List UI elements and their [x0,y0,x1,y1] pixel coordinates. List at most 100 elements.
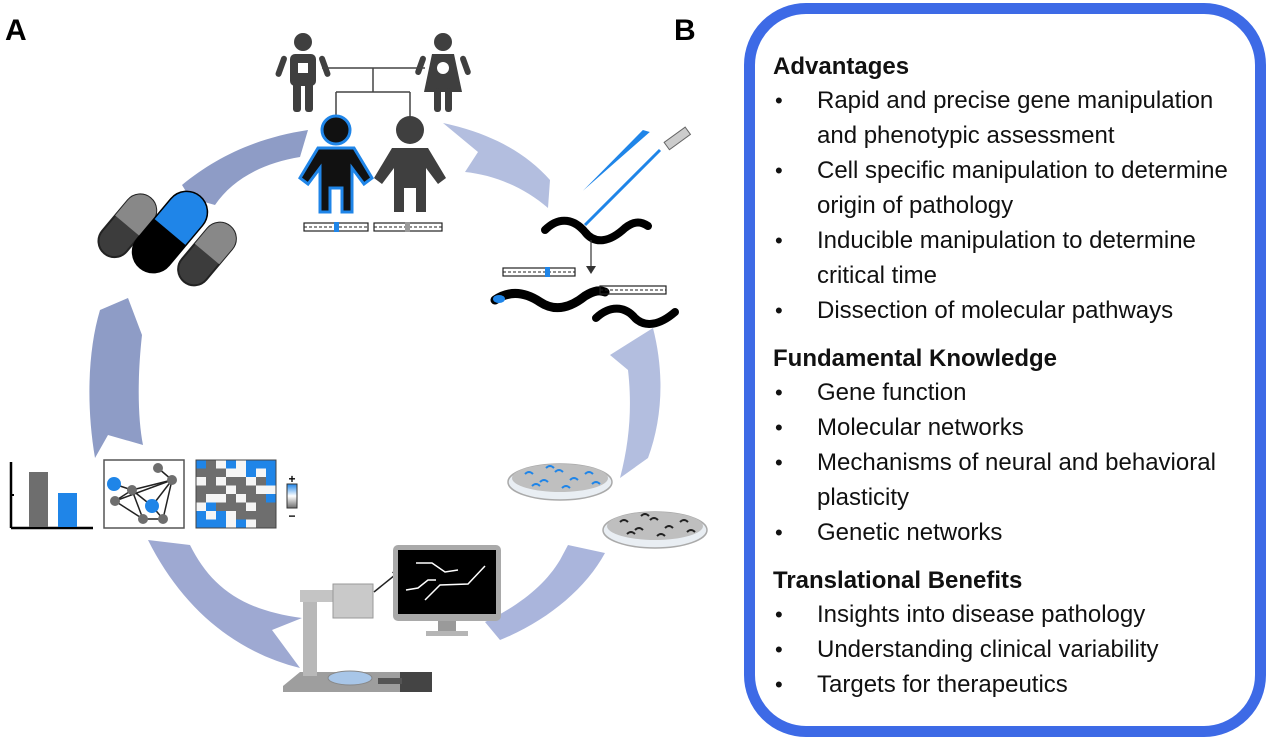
pill-right [177,221,237,287]
heatmap-cell [196,468,206,477]
pedigree-icon [275,33,471,232]
cycle-arrow-bottom-right [485,545,605,640]
heatmap-cell [236,494,246,503]
heatmap-cell [266,519,276,528]
worm-icon-wildtype [541,216,652,245]
cycle-arrow-right [610,328,661,478]
dna-icon-unaffected [373,222,443,232]
heatmap-cell [246,485,256,494]
section-title: Fundamental Knowledge [773,345,1058,372]
heatmap-cell [226,494,236,503]
heatmap-cell [216,502,226,511]
microscope-monitor-icon [283,545,501,692]
needle-icon [582,130,650,191]
heatmap-cell [256,494,266,503]
heatmap-cell [246,519,256,528]
heatmap-cell [216,494,226,503]
dna-icon-affected [303,222,369,232]
heatmap-cell [236,460,246,469]
heatmap-cell [216,511,226,520]
heatmap-cell [226,511,236,520]
heatmap-cell [256,460,266,469]
heatmap-cell [256,511,266,520]
heatmap-scale-plus: + [288,472,295,486]
list-item: •Rapid and precise gene manipulation and… [773,83,1255,153]
heatmap-cell [226,477,236,486]
heatmap-cell [216,519,226,528]
heatmap-cell [236,502,246,511]
needle-holder-icon [663,126,692,151]
petri-dish-icon-mutant [507,463,613,501]
heatmap-cell [206,494,216,503]
heatmap-cell [266,468,276,477]
heatmap-cell [236,477,246,486]
heatmap-cell [226,502,236,511]
cycle-arrow-top-right [443,123,550,208]
cycle-arrow-top-left [182,130,308,205]
dna-icon-edited [502,267,576,277]
heatmap-cell [246,511,256,520]
monitor-stand [438,621,456,633]
camera-body [332,583,374,619]
heatmap-cell [266,477,276,486]
bullet-icon: • [775,298,783,323]
heatmap-cell [206,485,216,494]
pill-capsules-icon [97,190,237,287]
list-item: •Mechanisms of neural and behavioral pla… [773,445,1255,515]
heatmap-cell [266,485,276,494]
heatmap-cell [196,502,206,511]
panel-label-a: A [5,14,27,47]
heatmap-cell [226,468,236,477]
heatmap-cell [216,460,226,469]
worm-icon-control [592,304,679,328]
heatmap-cell [206,502,216,511]
cycle-arrow-left [89,298,143,458]
dna-icon-control [599,285,667,295]
heatmap-cell [266,494,276,503]
heatmap-border [195,459,277,529]
bullet-icon: • [775,380,783,405]
heatmap-cell [246,502,256,511]
analysis-charts-icon: + − [9,459,298,530]
list-item: •Understanding clinical variability [773,632,1255,667]
heatmap-cell [216,468,226,477]
pill-left [97,193,158,259]
pill-center [131,190,209,274]
section-advantages: Advantages •Rapid and precise gene manip… [773,50,1255,328]
list-item: •Gene function [773,375,1255,410]
heatmap-cell [226,519,236,528]
monitor-screen [398,550,496,614]
heatmap-cell [246,460,256,469]
cycle-arrow-bottom-left [148,540,302,668]
network-graph-icon [103,459,185,529]
bullet-icon: • [775,672,783,697]
bullet-icon: • [775,88,783,113]
stage-motor [400,672,432,692]
bar-blue [58,493,77,527]
heatmap-cell [206,460,216,469]
heatmap-cell [226,460,236,469]
bullet-icon: • [775,602,783,627]
mother-icon [415,33,471,112]
list-item: •Inducible manipulation to determine cri… [773,223,1255,293]
section-translational-benefits: Translational Benefits •Insights into di… [773,564,1255,702]
heatmap-cell [206,468,216,477]
bullet-icon: • [775,228,783,253]
heatmap-cell [246,494,256,503]
heatmap-cell [266,502,276,511]
list-item: •Genetic networks [773,515,1255,550]
pedigree-lines [322,67,425,118]
heatmap-cell [266,460,276,469]
heatmap-cell [256,519,266,528]
tracked-worms [405,562,486,601]
heatmap-cell [236,485,246,494]
panel-label-b: B [674,14,696,47]
heatmap-cell [196,485,206,494]
bullet-icon: • [775,450,783,475]
list-item: •Dissection of molecular pathways [773,293,1255,328]
unaffected-child-icon [374,116,446,212]
heatmap-cell [236,519,246,528]
heatmap-cell [246,468,256,477]
heatmap-cell [196,519,206,528]
section-title: Translational Benefits [773,567,1023,594]
